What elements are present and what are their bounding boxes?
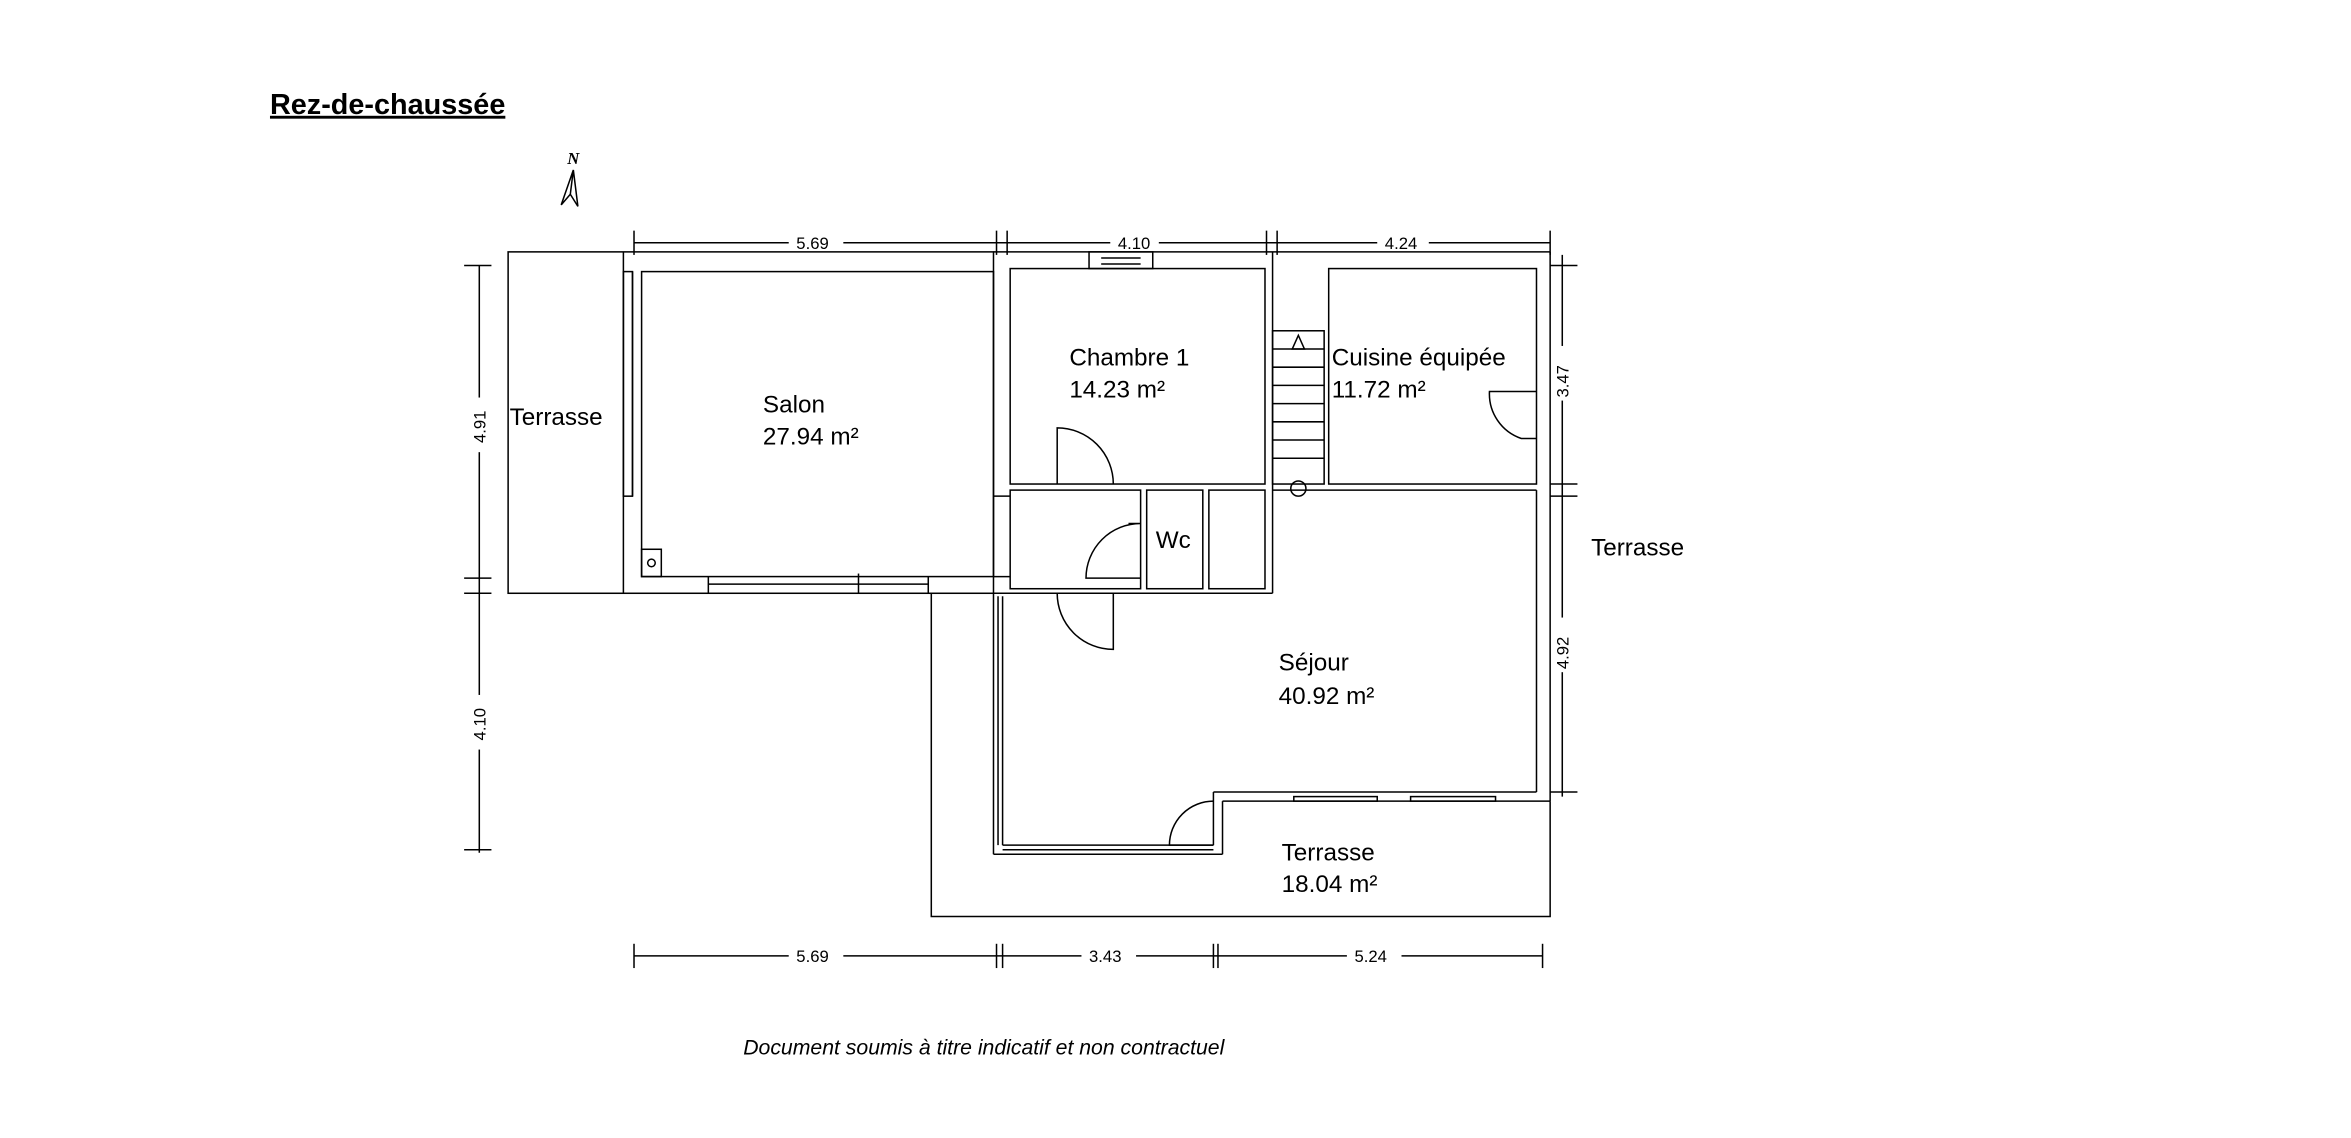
- room-chambre1-area: 14.23 m²: [1069, 377, 1165, 404]
- room-terrasse-west-name: Terrasse: [510, 404, 603, 431]
- room-cuisine-area: 11.72 m²: [1332, 377, 1426, 404]
- room-terrasse-south-area: 18.04 m²: [1282, 871, 1378, 898]
- north-arrow-icon: N: [560, 149, 580, 207]
- disclaimer: Document soumis à titre indicatif et non…: [743, 1037, 1225, 1060]
- dimension-right: [1550, 254, 1578, 797]
- dim-right-2: 4.92: [1553, 637, 1572, 669]
- plan-title: Rez-de-chaussée: [270, 89, 505, 121]
- dim-right-1: 3.47: [1553, 365, 1572, 397]
- room-terrasse-south-name: Terrasse: [1282, 839, 1375, 866]
- room-sejour-area: 40.92 m²: [1279, 683, 1375, 710]
- room-wc-name: Wc: [1156, 527, 1191, 554]
- dimension-left: [464, 264, 492, 853]
- walls: [507, 251, 1551, 918]
- dim-left-1: 4.91: [470, 411, 489, 443]
- room-salon-name: Salon: [763, 392, 825, 419]
- dim-top-1: 5.69: [796, 234, 828, 253]
- room-cuisine-name: Cuisine équipée: [1332, 345, 1506, 372]
- room-salon-area: 27.94 m²: [763, 424, 859, 451]
- dim-bottom-3: 5.24: [1354, 947, 1386, 966]
- room-terrasse-east-name: Terrasse: [1591, 534, 1684, 561]
- dim-top-2: 4.10: [1118, 234, 1150, 253]
- dim-bottom-1: 5.69: [796, 947, 828, 966]
- dim-left-2: 4.10: [470, 708, 489, 740]
- dim-top-3: 4.24: [1385, 234, 1417, 253]
- north-label: N: [566, 149, 580, 168]
- room-chambre1-name: Chambre 1: [1069, 345, 1189, 372]
- room-sejour-name: Séjour: [1279, 650, 1349, 677]
- dim-bottom-2: 3.43: [1089, 947, 1121, 966]
